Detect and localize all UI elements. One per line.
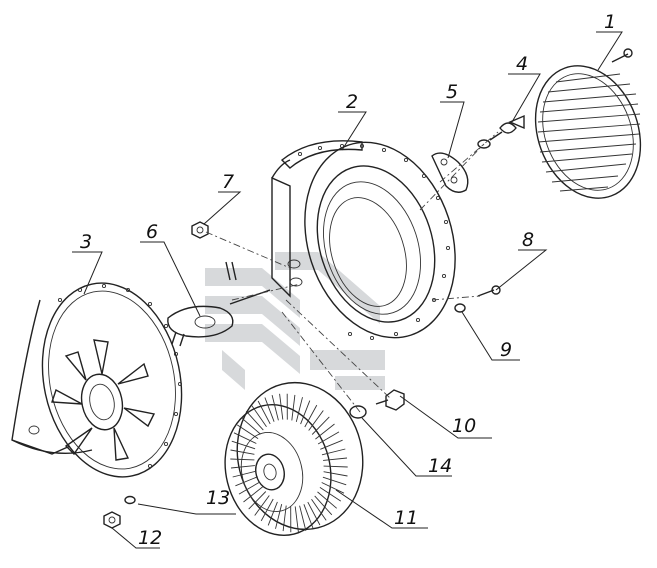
label-1: 1 [604, 11, 616, 33]
impeller-blade [243, 486, 263, 503]
impeller-blade [235, 476, 258, 487]
part-impeller [224, 381, 364, 536]
watermark-logo [205, 252, 385, 390]
impeller-blade [232, 470, 257, 478]
impeller-blade [314, 495, 333, 516]
impeller-blade [317, 431, 340, 445]
part-bracket-plate [431, 152, 469, 193]
impeller-blade [303, 504, 314, 529]
label-5: 5 [446, 81, 458, 103]
impeller-blade [230, 458, 255, 461]
impeller-blade [275, 503, 283, 529]
impeller-blade [282, 505, 287, 532]
impeller-blade [319, 487, 342, 502]
impeller-blade [241, 417, 261, 435]
impeller-blade [300, 400, 311, 425]
part-nut-12 [103, 495, 136, 529]
part-wing-nut [477, 114, 525, 149]
impeller-blade [254, 495, 270, 516]
leader-lines [72, 31, 623, 549]
impeller-blade [251, 405, 267, 427]
impeller-blade [294, 506, 299, 533]
impeller-blade [323, 471, 348, 477]
label-2: 2 [346, 91, 358, 113]
impeller-blade [295, 397, 303, 423]
label-14: 14 [428, 455, 452, 477]
impeller-blade [323, 457, 348, 461]
impeller-blade [264, 397, 275, 422]
impeller-blade [320, 439, 343, 450]
label-13: 13 [206, 487, 230, 509]
impeller-blade [230, 449, 255, 455]
impeller-blade [322, 476, 347, 486]
label-8: 8 [522, 229, 534, 251]
part-housing [271, 140, 456, 341]
impeller-blade [271, 394, 279, 421]
impeller-blade [315, 423, 335, 440]
label-9: 9 [500, 339, 512, 361]
impeller-blade [317, 491, 337, 509]
label-12: 12 [138, 527, 162, 549]
part-volute-casing [11, 282, 183, 478]
label-6: 6 [146, 221, 158, 243]
impeller-blade [291, 394, 296, 421]
impeller-blade [260, 498, 274, 522]
impeller-blade [304, 404, 318, 428]
part-grille-cover [534, 48, 642, 199]
impeller-blade [307, 501, 321, 526]
impeller-blade [236, 424, 259, 439]
impeller-blade [311, 499, 327, 521]
part-bolt-8 [454, 285, 501, 313]
impeller-blade [323, 465, 348, 468]
impeller-blade [308, 410, 324, 431]
label-3: 3 [80, 231, 92, 253]
label-7: 7 [222, 171, 234, 193]
label-4: 4 [516, 53, 528, 75]
impeller-blade [231, 440, 256, 450]
impeller-blade [279, 393, 284, 420]
part-nut-10 [349, 389, 405, 419]
part-labels: 1 2 3 4 5 6 7 8 9 10 11 12 13 14 [80, 11, 616, 549]
impeller-blade [321, 482, 345, 494]
impeller-blade [245, 410, 264, 431]
assembly-axes [205, 131, 499, 413]
label-10: 10 [452, 415, 476, 437]
part-nut-7 [191, 221, 209, 239]
impeller-blade [267, 501, 278, 526]
impeller-blade [238, 481, 261, 495]
impeller-blade [257, 400, 271, 425]
impeller-blade [233, 432, 257, 444]
impeller-blade [248, 491, 267, 510]
impeller-blade [299, 505, 307, 532]
impeller-blade [230, 465, 255, 469]
impeller-blade [311, 416, 330, 435]
label-11: 11 [394, 507, 418, 529]
impeller-blade [321, 448, 346, 456]
